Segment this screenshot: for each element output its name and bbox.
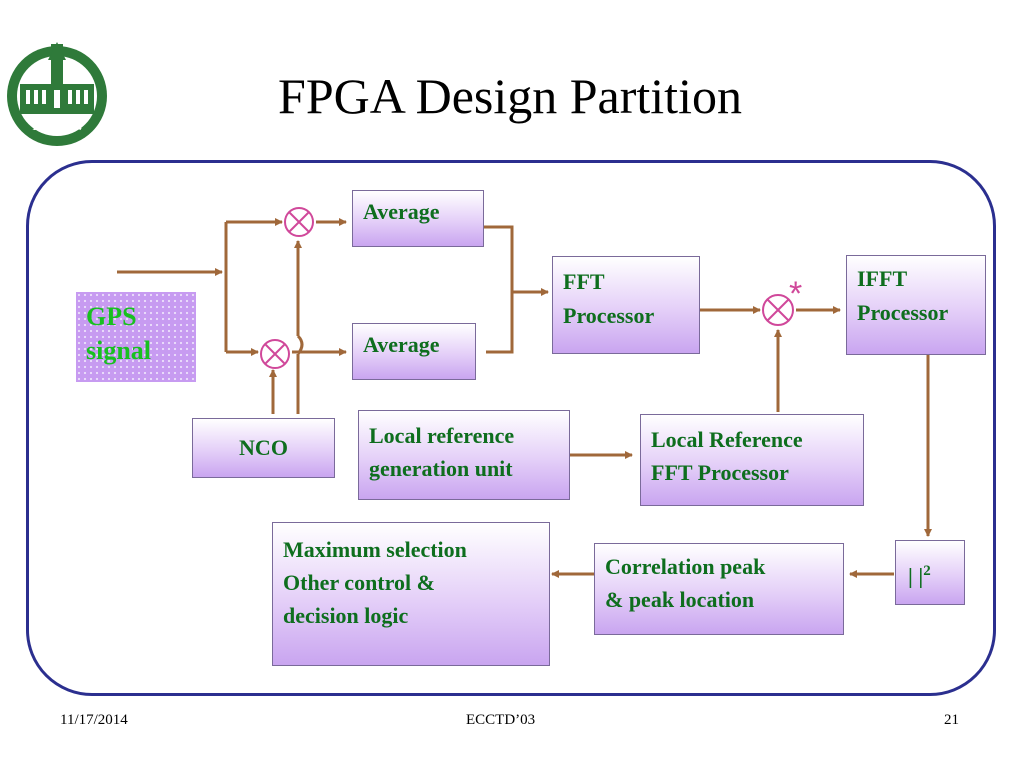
corr-peak-line1: Correlation peak bbox=[605, 554, 766, 579]
average-bottom-label: Average bbox=[363, 332, 440, 357]
magnitude-bars: | | bbox=[908, 563, 924, 589]
mixer-icon bbox=[284, 207, 314, 237]
max-sel-line2: Other control & bbox=[283, 570, 435, 595]
svg-text:1: 1 bbox=[32, 122, 37, 132]
correlation-peak-block: Correlation peak & peak location bbox=[594, 543, 844, 635]
fft-label-line2: Processor bbox=[563, 303, 655, 328]
gps-signal-line1: GPS bbox=[86, 302, 137, 331]
fft-label-line1: FFT bbox=[563, 269, 605, 294]
diagram-frame bbox=[26, 160, 996, 696]
fft-processor-block: FFT Processor bbox=[552, 256, 700, 354]
local-ref-fft-line2: FFT Processor bbox=[651, 460, 789, 485]
page-number: 21 bbox=[944, 712, 959, 728]
local-reference-fft-block: Local Reference FFT Processor bbox=[640, 414, 864, 506]
nco-label: NCO bbox=[239, 435, 288, 460]
local-reference-generation-block: Local reference generation unit bbox=[358, 410, 570, 500]
gps-signal-block: GPS signal bbox=[76, 292, 196, 382]
ifft-processor-block: IFFT Processor bbox=[846, 255, 986, 355]
footer-center: ECCTD’03 bbox=[466, 712, 536, 728]
ifft-label-line2: Processor bbox=[857, 300, 949, 325]
average-bottom-block: Average bbox=[352, 323, 476, 380]
average-top-block: Average bbox=[352, 190, 484, 247]
mixer-icon bbox=[260, 339, 290, 369]
average-top-label: Average bbox=[363, 199, 440, 224]
gps-signal-line2: signal bbox=[86, 336, 152, 365]
magnitude-exponent: 2 bbox=[923, 563, 931, 579]
ifft-label-line1: IFFT bbox=[857, 266, 908, 291]
maximum-selection-block: Maximum selection Other control & decisi… bbox=[272, 522, 550, 666]
svg-text:9: 9 bbox=[47, 124, 52, 134]
svg-text:0: 0 bbox=[62, 124, 67, 134]
mixer-icon bbox=[762, 294, 794, 326]
max-sel-line1: Maximum selection bbox=[283, 537, 467, 562]
conjugate-marker: * bbox=[789, 275, 802, 313]
nco-block: NCO bbox=[192, 418, 335, 478]
slide-title: FPGA Design Partition bbox=[278, 68, 742, 124]
local-ref-gen-line1: Local reference bbox=[369, 423, 515, 448]
max-sel-line3: decision logic bbox=[283, 603, 409, 628]
local-ref-fft-line1: Local Reference bbox=[651, 427, 803, 452]
magnitude-squared-block: | |2 bbox=[895, 540, 965, 605]
footer-date: 11/17/2014 bbox=[60, 712, 128, 728]
local-ref-gen-line2: generation unit bbox=[369, 456, 513, 481]
svg-text:4: 4 bbox=[77, 122, 82, 132]
corr-peak-line2: & peak location bbox=[605, 587, 755, 612]
